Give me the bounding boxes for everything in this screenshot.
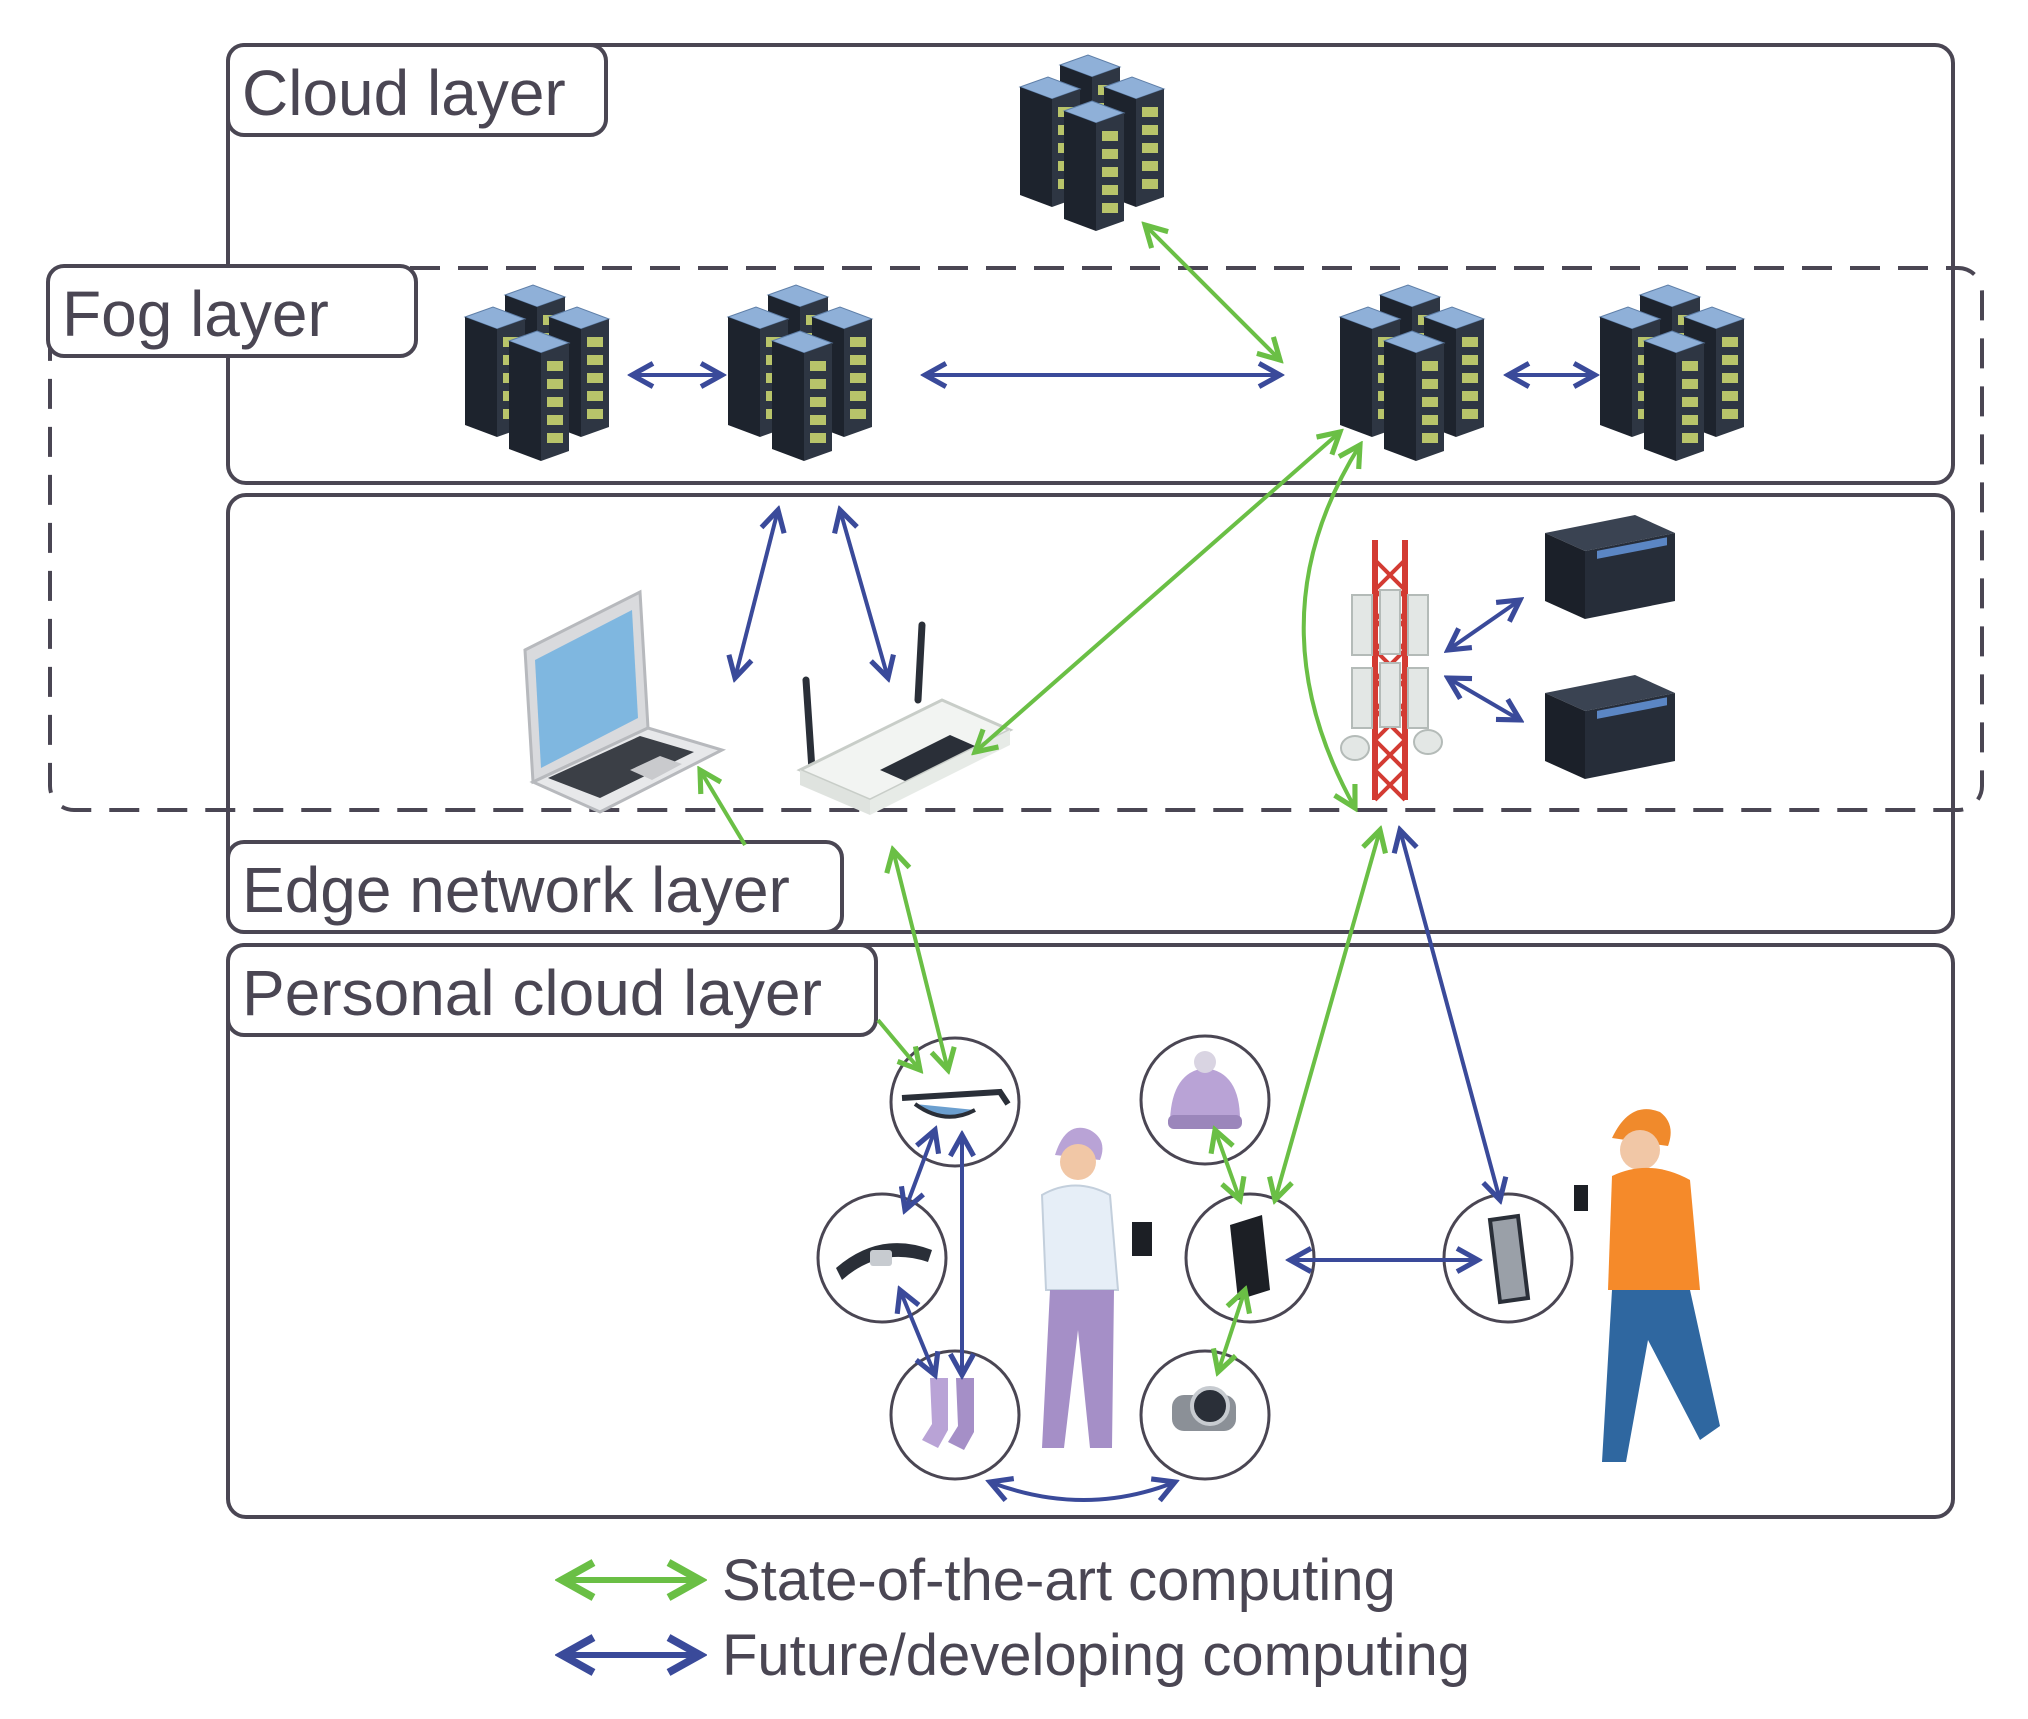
arrow-glasses-link [876,1018,920,1070]
arrow-fog-to-tower [1301,445,1360,808]
arrow-router-to-glasses [893,850,948,1070]
arrow-belt-to-socks [900,1290,935,1375]
cell-tower-icon [1340,540,1443,802]
server-rack-icon [1340,285,1484,461]
arrow-tower-to-tablet [1400,830,1500,1200]
arrow-fog-to-router [975,432,1340,752]
server-rack-icon [465,285,609,461]
smart-socks-icon [889,1349,1021,1481]
fog-layer-label: Fog layer [46,264,418,358]
arrow-socks-to-watch [990,1482,1175,1500]
arrow-tower-to-nas-2 [1448,678,1520,720]
arrow-glasses-to-belt [905,1130,935,1210]
smart-hat-icon [1139,1034,1271,1166]
personal-layer-label: Personal cloud layer [226,943,878,1037]
woman-figure-icon [1040,1127,1152,1448]
svg-text:Cloud layer: Cloud layer [242,57,566,129]
cloud-layer-label: Cloud layer [226,43,608,137]
nas-storage-icon [1545,675,1675,779]
server-rack-icon [1600,285,1744,461]
arrow-fog-to-laptop [735,510,778,678]
arrow-laptop-link [700,770,747,847]
edge-layer-label: Edge network layer [226,840,844,934]
personal-layer-frame [226,943,1955,1519]
legend: State-of-the-art computing Future/develo… [562,1548,1470,1688]
arrow-fog-to-router-blue [840,510,888,678]
arrow-tower-to-nas-1 [1448,600,1520,650]
server-rack-icon [1020,55,1164,231]
arrow-phone-to-watch [1218,1290,1245,1372]
man-figure-icon [1574,1109,1720,1462]
smartwatch-icon [1139,1349,1271,1481]
svg-text:Edge network layer: Edge network layer [242,854,790,926]
chest-strap-icon [816,1192,948,1324]
tablet-icon [1442,1192,1574,1324]
nas-storage-icon [1545,515,1675,619]
server-rack-icon [728,285,872,461]
legend-future: Future/developing computing [722,1623,1470,1688]
arrow-cloud-to-fog [1145,225,1280,360]
wifi-router-icon [796,621,1014,815]
laptop-icon [523,589,727,814]
fog-layer-frame [48,266,1984,812]
svg-text:Fog layer: Fog layer [62,278,329,350]
arrow-hat-to-phone [1215,1130,1240,1200]
legend-state-of-the-art: State-of-the-art computing [722,1548,1396,1613]
svg-text:Personal cloud layer: Personal cloud layer [242,957,822,1029]
arrow-tower-to-phone [1275,830,1380,1200]
